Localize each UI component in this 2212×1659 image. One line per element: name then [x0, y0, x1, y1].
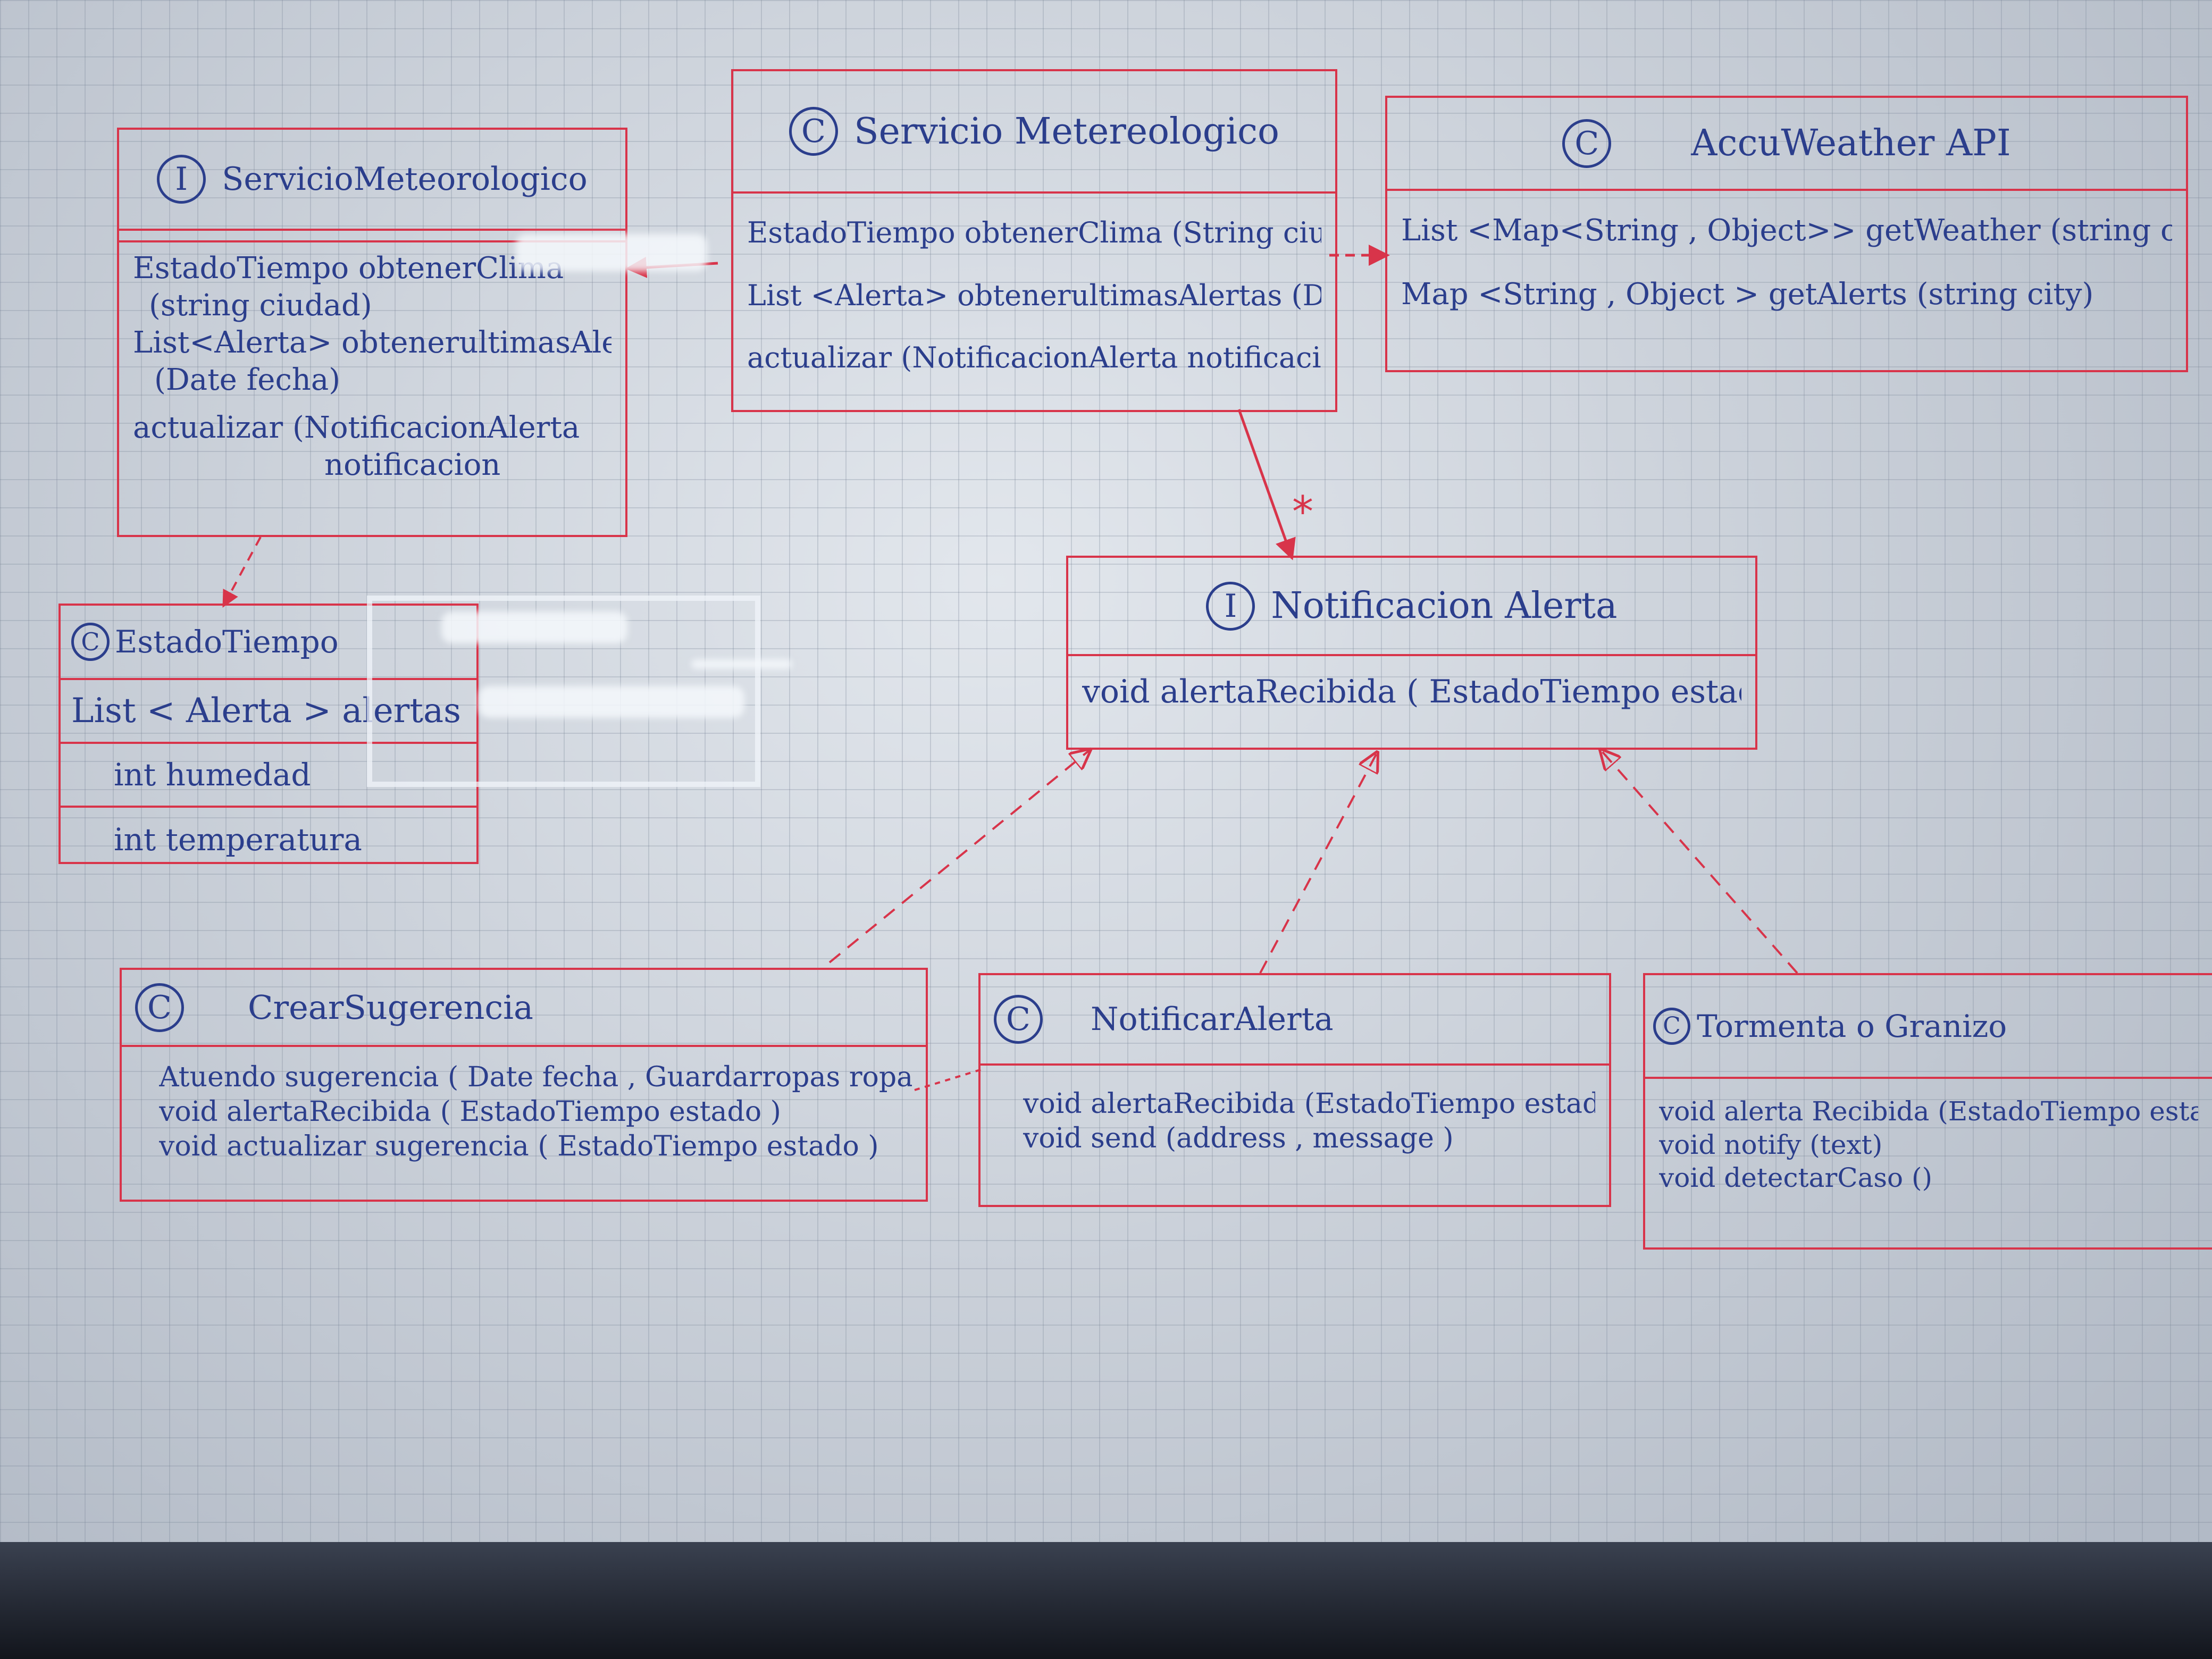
method-list: Atuendo sugerencia ( Date fecha , Guarda… [122, 1047, 926, 1171]
method: void alertaRecibida (EstadoTiempo estado… [1023, 1088, 1595, 1120]
method: void detectarCaso () [1659, 1162, 1933, 1193]
class-crear-sugerencia: C CrearSugerencia Atuendo sugerencia ( D… [120, 968, 928, 1202]
method-list: List <Map<String , Object>> getWeather (… [1387, 191, 2186, 321]
class-estado-tiempo: C EstadoTiempo List < Alerta > alertas i… [58, 604, 479, 864]
method-list: void alertaRecibida ( EstadoTiempo estad… [1068, 656, 1755, 719]
multiplicity-label: * [1292, 487, 1313, 537]
class-header: C NotificarAlerta [981, 975, 1609, 1066]
table-surface [0, 1542, 2212, 1659]
class-badge-icon: C [135, 983, 184, 1032]
class-header: C Tormenta o Granizo [1645, 975, 2212, 1079]
class-header: I ServicioMeteorologico [119, 130, 625, 231]
interface-badge-icon: I [157, 155, 206, 204]
method: void alerta Recibida (EstadoTiempo estad… [1659, 1096, 2198, 1127]
class-title: Notificacion Alerta [1271, 585, 1618, 627]
class-header: C CrearSugerencia [122, 970, 926, 1047]
method: void alertaRecibida ( EstadoTiempo estad… [159, 1096, 781, 1128]
class-badge-icon: C [789, 107, 838, 156]
method: actualizar (NotificacionAlerta notificac… [747, 341, 1321, 374]
class-header: C EstadoTiempo [61, 606, 476, 680]
observers-association [1237, 409, 1296, 560]
method: List <Alerta> obtenerultimasAlertas (Dat… [747, 278, 1321, 312]
attribute: int temperatura [114, 822, 363, 858]
class-notificar-alerta: C NotificarAlerta void alertaRecibida (E… [978, 973, 1611, 1207]
class-title: AccuWeather API [1691, 122, 2011, 164]
whiteout-erased-box [367, 596, 760, 787]
method: List<Alerta> obtenerultimasAlertas [133, 325, 611, 360]
whiteout-smudge [691, 659, 792, 669]
method: Atuendo sugerencia ( Date fecha , Guarda… [159, 1061, 912, 1093]
method: EstadoTiempo obtenerClima [133, 251, 564, 286]
class-badge-icon: C [71, 623, 110, 661]
method: notificacion [324, 448, 501, 482]
attribute: List < Alerta > alertas [61, 680, 476, 744]
method: void send (address , message ) [1023, 1122, 1454, 1154]
method: actualizar (NotificacionAlerta [133, 410, 580, 445]
class-i-servicio-meteorologico: I ServicioMeteorologico EstadoTiempo obt… [117, 128, 627, 537]
method-list: EstadoTiempo obtenerClima (string ciudad… [119, 242, 625, 491]
class-c-servicio-meteorologico: C Servicio Metereologico EstadoTiempo ob… [731, 69, 1337, 412]
realizes-crear-sugerencia [828, 750, 1090, 963]
method: void alertaRecibida ( EstadoTiempo estad… [1082, 673, 1741, 710]
attribute: int humedad [61, 744, 476, 808]
class-title: NotificarAlerta [1091, 1001, 1334, 1038]
method: EstadoTiempo obtenerClima (String ciudad… [747, 216, 1321, 249]
interface-badge-icon: I [1206, 581, 1255, 631]
class-header: I Notificacion Alerta [1068, 558, 1755, 656]
class-badge-icon: C [1562, 119, 1612, 168]
realizes-tormenta [1601, 750, 1798, 974]
class-title: Tormenta o Granizo [1697, 1008, 2007, 1044]
whiteout-smudge [516, 234, 707, 271]
class-accuweather-api: C AccuWeather API List <Map<String , Obj… [1385, 96, 2188, 372]
class-badge-icon: C [994, 995, 1043, 1044]
class-tormenta-o-granizo: C Tormenta o Granizo void alerta Recibid… [1643, 973, 2212, 1250]
method: List <Map<String , Object>> getWeather (… [1401, 213, 2172, 248]
method-list: void alertaRecibida (EstadoTiempo estado… [981, 1066, 1609, 1163]
class-badge-icon: C [1653, 1007, 1690, 1045]
class-title: EstadoTiempo [115, 624, 339, 660]
method: void actualizar sugerencia ( EstadoTiemp… [159, 1130, 879, 1162]
realizes-notificar-alerta [1259, 752, 1377, 974]
whiteout-smudge [441, 611, 627, 643]
method: Map <String , Object > getAlerts (string… [1401, 277, 2094, 312]
method: (string ciudad) [149, 288, 372, 323]
method-list: EstadoTiempo obtenerClima (String ciudad… [733, 194, 1335, 383]
class-title: ServicioMeteorologico [222, 161, 588, 198]
returns-estado-tiempo [222, 537, 262, 608]
class-title: Servicio Metereologico [854, 110, 1279, 153]
method-list: void alerta Recibida (EstadoTiempo estad… [1645, 1079, 2212, 1202]
class-title: CrearSugerencia [248, 988, 533, 1027]
class-header: C Servicio Metereologico [733, 71, 1335, 194]
class-header: C AccuWeather API [1387, 98, 2186, 191]
class-i-notificacion-alerta: I Notificacion Alerta void alertaRecibid… [1066, 556, 1757, 750]
method: void notify (text) [1659, 1129, 1883, 1160]
method: (Date fecha) [154, 363, 341, 397]
whiteout-smudge [479, 686, 744, 718]
